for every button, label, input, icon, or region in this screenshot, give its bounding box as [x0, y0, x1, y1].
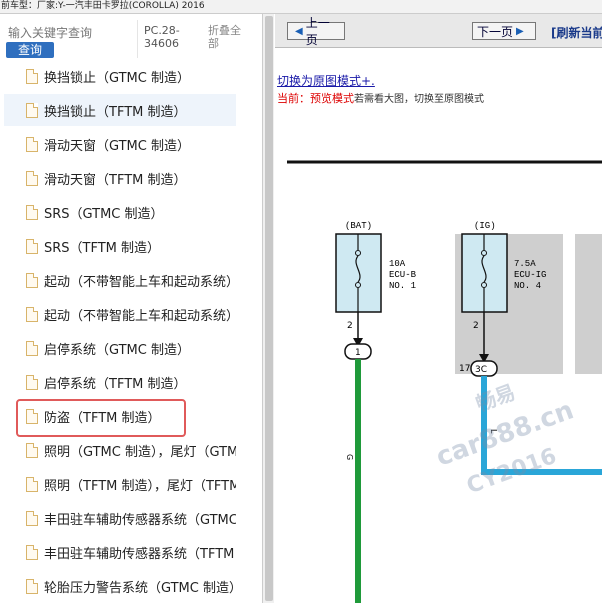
mode-status: 当前：预览模式若需看大图，切换至原图模式	[277, 90, 484, 106]
tree-item-label: 照明（TFTM 制造），尾灯（TFTM 制	[44, 478, 236, 494]
tree-item-label: SRS（GTMC 制造）	[44, 206, 164, 222]
prev-page-label: 上一页	[305, 16, 330, 47]
fuse2-pin-left: 17	[459, 364, 470, 374]
fuse1-connector-label: 1	[355, 348, 361, 358]
search-input[interactable]: 输入关键字查询	[8, 26, 93, 40]
tree-item-label: 启停系统（GTMC 制造）	[44, 342, 190, 358]
divider	[137, 20, 138, 58]
next-page-label: 下一页	[477, 24, 514, 39]
left-arrow-icon: ◀	[295, 25, 303, 37]
document-icon	[26, 510, 38, 526]
tree-item[interactable]: 换挡锁止（GTMC 制造）	[4, 60, 236, 92]
fuse2-pin: 2	[473, 321, 479, 331]
wire-blue	[481, 376, 602, 475]
document-icon	[26, 374, 38, 390]
fuse1-rating: 10A	[389, 259, 406, 269]
tree-item[interactable]: 丰田驻车辅助传感器系统（TFTM 制	[4, 536, 236, 568]
tree-item-label: 丰田驻车辅助传感器系统（GTMC 制	[44, 512, 236, 528]
tree-item[interactable]: 启停系统（TFTM 制造）	[4, 366, 236, 398]
fuse1-name: ECU-B	[389, 270, 417, 280]
document-icon	[26, 170, 38, 186]
selection-highlight	[16, 399, 186, 437]
tree-item-label: 起动（不带智能上车和起动系统）（T	[44, 308, 236, 324]
fuse3-region	[575, 234, 602, 374]
collapse-all-button[interactable]: 折叠全部	[208, 24, 241, 50]
document-icon	[26, 272, 38, 288]
document-icon	[26, 306, 38, 322]
fuse1-symbol	[355, 255, 361, 283]
tree-item[interactable]: 丰田驻车辅助传感器系统（GTMC 制	[4, 502, 236, 534]
tree-item[interactable]: 换挡锁止（TFTM 制造）	[4, 94, 236, 126]
wire-blue-label: L	[489, 429, 498, 434]
tree-item-label: 轮胎压力警告系统（GTMC 制造）	[44, 580, 236, 596]
fuse1-source: (BAT)	[345, 221, 372, 231]
document-icon	[26, 102, 38, 118]
document-icon	[26, 136, 38, 152]
viewer-toolbar: ◀ 上一页 下一页 ▶ [刷新当前	[275, 14, 602, 48]
viewer-panel: ◀ 上一页 下一页 ▶ [刷新当前 切换为原图模式+. 当前：预览模式若需看大图…	[275, 14, 602, 603]
document-icon	[26, 340, 38, 356]
tree-item-label: 启停系统（TFTM 制造）	[44, 376, 187, 392]
tree-item-label: 换挡锁止（TFTM 制造）	[44, 104, 187, 120]
fuse2-name: ECU-IG	[514, 270, 546, 280]
tree-item[interactable]: 启停系统（GTMC 制造）	[4, 332, 236, 364]
tree-item-label: 滑动天窗（GTMC 制造）	[44, 138, 190, 154]
window-title: 前车型：厂家:Y-一汽丰田卡罗拉(COROLLA) 2016	[0, 0, 602, 14]
tree-item[interactable]: 轮胎压力警告系统（GTMC 制造）	[4, 570, 236, 602]
tree-item-label: SRS（TFTM 制造）	[44, 240, 161, 256]
tree-item[interactable]: 照明（GTMC 制造），尾灯（GTMC 制	[4, 434, 236, 466]
tree-item[interactable]: SRS（TFTM 制造）	[4, 230, 236, 262]
wire-green-label: G	[345, 454, 354, 460]
fuse2-connector-label: 3C	[475, 365, 487, 375]
document-icon	[26, 476, 38, 492]
next-page-button[interactable]: 下一页 ▶	[472, 22, 536, 40]
search-button[interactable]: 查询	[6, 42, 54, 58]
fuse2-symbol	[481, 255, 487, 283]
document-icon	[26, 578, 38, 594]
document-icon	[26, 68, 38, 84]
tree-item[interactable]: 防盗（TFTM 制造）	[4, 400, 236, 432]
fuse2-no: NO. 4	[514, 281, 541, 291]
fuse2-rating: 7.5A	[514, 259, 536, 269]
tree-item[interactable]: 滑动天窗（TFTM 制造）	[4, 162, 236, 194]
document-icon	[26, 442, 38, 458]
document-icon	[26, 238, 38, 254]
fuse1-no: NO. 1	[389, 281, 416, 291]
tree-item-label: 防盗（TFTM 制造）	[44, 410, 161, 426]
search-header: 输入关键字查询 查询 PC.28-34606 折叠全部	[0, 14, 262, 64]
document-icon	[26, 544, 38, 560]
tree-item-label: 照明（GTMC 制造），尾灯（GTMC 制	[44, 444, 236, 460]
fuse2-source: (IG)	[474, 221, 496, 231]
wiring-diagram: (BAT) 10A ECU-B NO. 1 2 1 G (IG) 7.5A EC…	[287, 160, 602, 603]
tree-item-label: 换挡锁止（GTMC 制造）	[44, 70, 190, 86]
scrollbar-thumb[interactable]	[265, 16, 273, 601]
left-scrollbar[interactable]	[262, 14, 274, 603]
left-panel: 输入关键字查询 查询 PC.28-34606 折叠全部 换挡锁止（GTMC 制造…	[0, 14, 262, 603]
refresh-current-link[interactable]: [刷新当前	[551, 26, 602, 40]
document-icon	[26, 408, 38, 424]
tree-item[interactable]: 照明（TFTM 制造），尾灯（TFTM 制	[4, 468, 236, 500]
switch-original-link[interactable]: 切换为原图模式+.	[277, 74, 375, 88]
tree-item-label: 丰田驻车辅助传感器系统（TFTM 制	[44, 546, 236, 562]
tree-item[interactable]: SRS（GTMC 制造）	[4, 196, 236, 228]
mode-hint: 若需看大图，切换至原图模式	[354, 94, 484, 105]
tree-item[interactable]: 滑动天窗（GTMC 制造）	[4, 128, 236, 160]
doc-code: PC.28-34606	[144, 24, 180, 50]
mode-prefix: 当前：预览模式	[277, 92, 354, 105]
tree-item-label: 滑动天窗（TFTM 制造）	[44, 172, 187, 188]
right-arrow-icon: ▶	[516, 25, 524, 37]
prev-page-button[interactable]: ◀ 上一页	[287, 16, 345, 47]
tree-item[interactable]: 起动（不带智能上车和起动系统）（G	[4, 264, 236, 296]
tree-item[interactable]: 起动（不带智能上车和起动系统）（T	[4, 298, 236, 330]
tree-item-label: 起动（不带智能上车和起动系统）（G	[44, 274, 236, 290]
fuse1-pin: 2	[347, 321, 353, 331]
document-icon	[26, 204, 38, 220]
